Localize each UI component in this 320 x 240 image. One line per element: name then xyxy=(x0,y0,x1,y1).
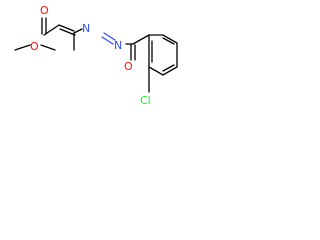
bond-alkene-a xyxy=(58,24,75,32)
bond-n-n-a xyxy=(103,32,116,41)
bond-o-ester-c xyxy=(40,44,56,51)
molecule-structure: O O N N O Cl xyxy=(14,4,178,107)
bond-methyl-o xyxy=(14,44,31,51)
bond-alkene-b xyxy=(59,28,76,36)
ring-inner-bond-2 xyxy=(162,37,175,45)
bond-c-n xyxy=(73,28,83,34)
bond-ring-attach xyxy=(132,34,150,45)
bond-ester-c-ch xyxy=(43,24,60,36)
atom-n-2: N xyxy=(114,39,122,52)
bond-n-n-b xyxy=(101,36,114,45)
ring-inner-bond-3 xyxy=(162,64,175,72)
atom-cl: Cl xyxy=(140,94,151,107)
benzene-ring xyxy=(148,34,178,76)
atom-o-ester: O xyxy=(30,40,39,53)
atom-o-amide: O xyxy=(124,60,133,73)
atom-o-carbonyl: O xyxy=(40,4,49,17)
atom-n-1: N xyxy=(82,22,90,35)
